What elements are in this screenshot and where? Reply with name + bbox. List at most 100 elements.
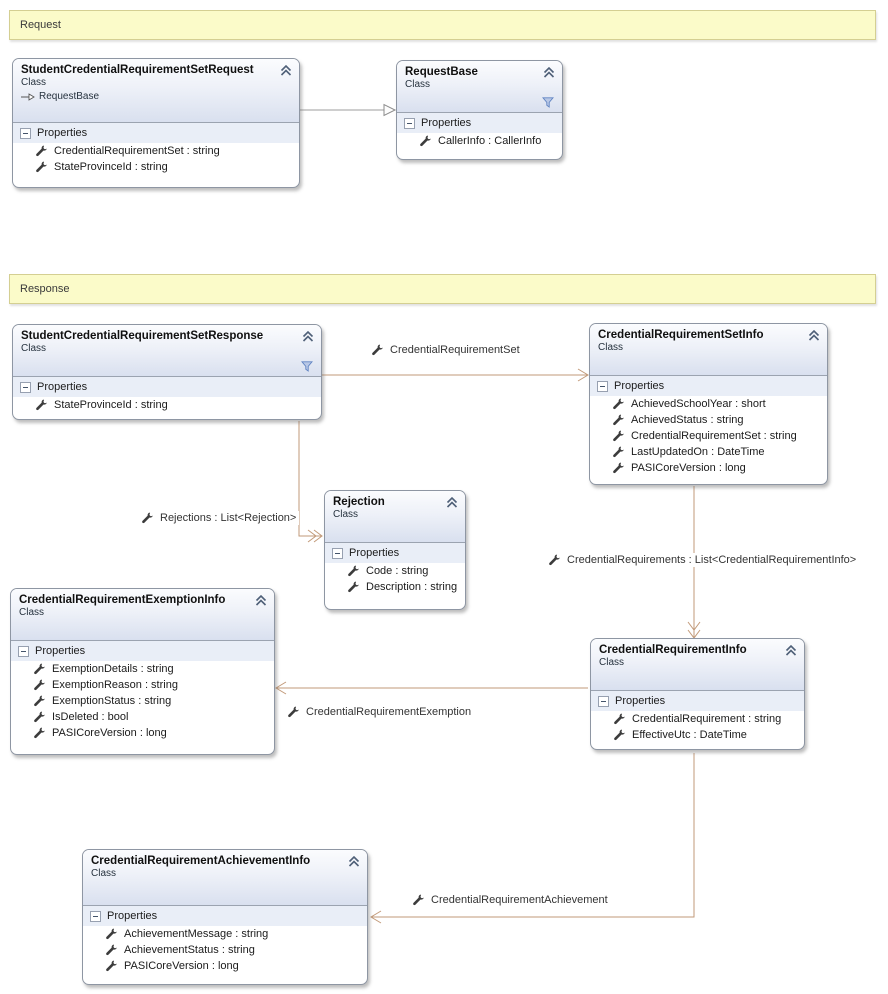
- association-label-text: Rejections : List<Rejection>: [160, 512, 297, 524]
- property-row[interactable]: CredentialRequirementSet : string: [13, 143, 299, 159]
- properties-header[interactable]: Properties: [13, 123, 299, 143]
- property-row[interactable]: EffectiveUtc : DateTime: [591, 727, 804, 743]
- collapse-minus-icon[interactable]: [332, 547, 343, 559]
- class-stereotype: Class: [333, 509, 359, 520]
- request-banner[interactable]: Request: [9, 10, 876, 40]
- property-label: AchievedSchoolYear : short: [631, 398, 766, 410]
- association-credentialrequirementexemption[interactable]: [275, 681, 588, 695]
- property-row[interactable]: StateProvinceId : string: [13, 397, 321, 413]
- property-row[interactable]: AchievedStatus : string: [590, 412, 827, 428]
- property-label: StateProvinceId : string: [54, 399, 168, 411]
- property-row[interactable]: PASICoreVersion : long: [83, 958, 367, 974]
- wrench-icon: [549, 554, 560, 566]
- collapse-chevron-icon[interactable]: [446, 497, 458, 508]
- wrench-icon: [36, 161, 47, 173]
- collapse-minus-icon[interactable]: [20, 381, 31, 393]
- collapse-minus-icon[interactable]: [18, 645, 29, 657]
- property-row[interactable]: AchievedSchoolYear : short: [590, 396, 827, 412]
- association-rejections[interactable]: [298, 421, 323, 543]
- properties-header[interactable]: Properties: [325, 543, 465, 563]
- inheritance-connector[interactable]: [300, 103, 397, 117]
- wrench-icon: [413, 894, 424, 906]
- properties-header[interactable]: Properties: [11, 641, 274, 661]
- wrench-icon: [34, 663, 45, 675]
- property-label: AchievementStatus : string: [124, 944, 255, 956]
- association-label-rejections[interactable]: Rejections : List<Rejection>: [138, 511, 300, 525]
- association-label-credentialrequirementachievement[interactable]: CredentialRequirementAchievement: [409, 893, 611, 907]
- properties-label: Properties: [35, 645, 86, 657]
- property-row[interactable]: ExemptionStatus : string: [11, 693, 274, 709]
- property-label: PASICoreVersion : long: [52, 727, 167, 739]
- collapse-chevron-icon[interactable]: [543, 67, 555, 78]
- properties-header[interactable]: Properties: [83, 906, 367, 926]
- class-stereotype: Class: [21, 343, 47, 354]
- property-row[interactable]: CredentialRequirementSet : string: [590, 428, 827, 444]
- properties-header[interactable]: Properties: [591, 691, 804, 711]
- collapse-chevron-icon[interactable]: [280, 65, 292, 76]
- response-banner[interactable]: Response: [9, 274, 876, 304]
- wrench-icon: [613, 446, 624, 458]
- property-row[interactable]: ExemptionDetails : string: [11, 661, 274, 677]
- class-title: StudentCredentialRequirementSetRequest: [21, 64, 254, 76]
- property-row[interactable]: AchievementStatus : string: [83, 942, 367, 958]
- property-row[interactable]: LastUpdatedOn : DateTime: [590, 444, 827, 460]
- property-row[interactable]: PASICoreVersion : long: [11, 725, 274, 741]
- response-banner-label: Response: [20, 283, 70, 295]
- property-row[interactable]: StateProvinceId : string: [13, 159, 299, 175]
- property-label: AchievedStatus : string: [631, 414, 744, 426]
- collapse-chevron-icon[interactable]: [808, 330, 820, 341]
- class-box-studentcredentialrequirementsetresponse[interactable]: StudentCredentialRequirementSetResponse …: [12, 324, 322, 420]
- class-box-rejection[interactable]: Rejection Class Properties Code : string…: [324, 490, 466, 610]
- collapse-minus-icon[interactable]: [598, 695, 609, 707]
- class-header: CredentialRequirementInfo Class: [591, 639, 804, 691]
- property-label: CredentialRequirement : string: [632, 713, 782, 725]
- property-row[interactable]: Code : string: [325, 563, 465, 579]
- collapse-minus-icon[interactable]: [90, 910, 101, 922]
- properties-label: Properties: [349, 547, 400, 559]
- properties-header[interactable]: Properties: [397, 113, 562, 133]
- property-label: ExemptionStatus : string: [52, 695, 172, 707]
- property-row[interactable]: ExemptionReason : string: [11, 677, 274, 693]
- inherits-label: RequestBase: [39, 91, 100, 102]
- class-box-credentialrequirementexemptioninfo[interactable]: CredentialRequirementExemptionInfo Class…: [10, 588, 275, 755]
- collapse-minus-icon[interactable]: [20, 127, 31, 139]
- property-label: StateProvinceId : string: [54, 161, 168, 173]
- class-title: StudentCredentialRequirementSetResponse: [21, 330, 264, 342]
- class-title: CredentialRequirementInfo: [599, 644, 747, 656]
- filter-icon[interactable]: [542, 97, 554, 108]
- properties-header[interactable]: Properties: [13, 377, 321, 397]
- class-stereotype: Class: [405, 79, 431, 90]
- class-box-credentialrequirementinfo[interactable]: CredentialRequirementInfo Class Properti…: [590, 638, 805, 750]
- property-row[interactable]: IsDeleted : bool: [11, 709, 274, 725]
- property-row[interactable]: AchievementMessage : string: [83, 926, 367, 942]
- class-title: RequestBase: [405, 66, 478, 78]
- association-credentialrequirementset[interactable]: [322, 368, 589, 382]
- class-box-credentialrequirementachievementinfo[interactable]: CredentialRequirementAchievementInfo Cla…: [82, 849, 368, 985]
- property-row[interactable]: CredentialRequirement : string: [591, 711, 804, 727]
- collapse-chevron-icon[interactable]: [348, 856, 360, 867]
- wrench-icon: [613, 462, 624, 474]
- filter-icon[interactable]: [301, 361, 313, 372]
- property-row[interactable]: Description : string: [325, 579, 465, 595]
- wrench-icon: [288, 706, 299, 718]
- association-label-credentialrequirementexemption[interactable]: CredentialRequirementExemption: [284, 705, 475, 719]
- properties-label: Properties: [615, 695, 666, 707]
- properties-header[interactable]: Properties: [590, 376, 827, 396]
- class-box-studentcredentialrequirementsetrequest[interactable]: StudentCredentialRequirementSetRequest C…: [12, 58, 300, 188]
- class-stereotype: Class: [598, 342, 624, 353]
- collapse-chevron-icon[interactable]: [785, 645, 797, 656]
- property-row[interactable]: CallerInfo : CallerInfo: [397, 133, 562, 149]
- wrench-icon: [613, 398, 624, 410]
- association-label-credentialrequirementset[interactable]: CredentialRequirementSet: [368, 343, 523, 357]
- class-stereotype: Class: [21, 77, 47, 88]
- collapse-chevron-icon[interactable]: [255, 595, 267, 606]
- association-label-credentialrequirements[interactable]: CredentialRequirements : List<Credential…: [545, 553, 860, 567]
- collapse-minus-icon[interactable]: [404, 117, 415, 129]
- collapse-chevron-icon[interactable]: [302, 331, 314, 342]
- class-box-requestbase[interactable]: RequestBase Class Properties CallerInfo …: [396, 60, 563, 160]
- class-box-credentialrequirementsetinfo[interactable]: CredentialRequirementSetInfo Class Prope…: [589, 323, 828, 485]
- property-row[interactable]: PASICoreVersion : long: [590, 460, 827, 476]
- collapse-minus-icon[interactable]: [597, 380, 608, 392]
- class-title: CredentialRequirementSetInfo: [598, 329, 764, 341]
- property-label: AchievementMessage : string: [124, 928, 269, 940]
